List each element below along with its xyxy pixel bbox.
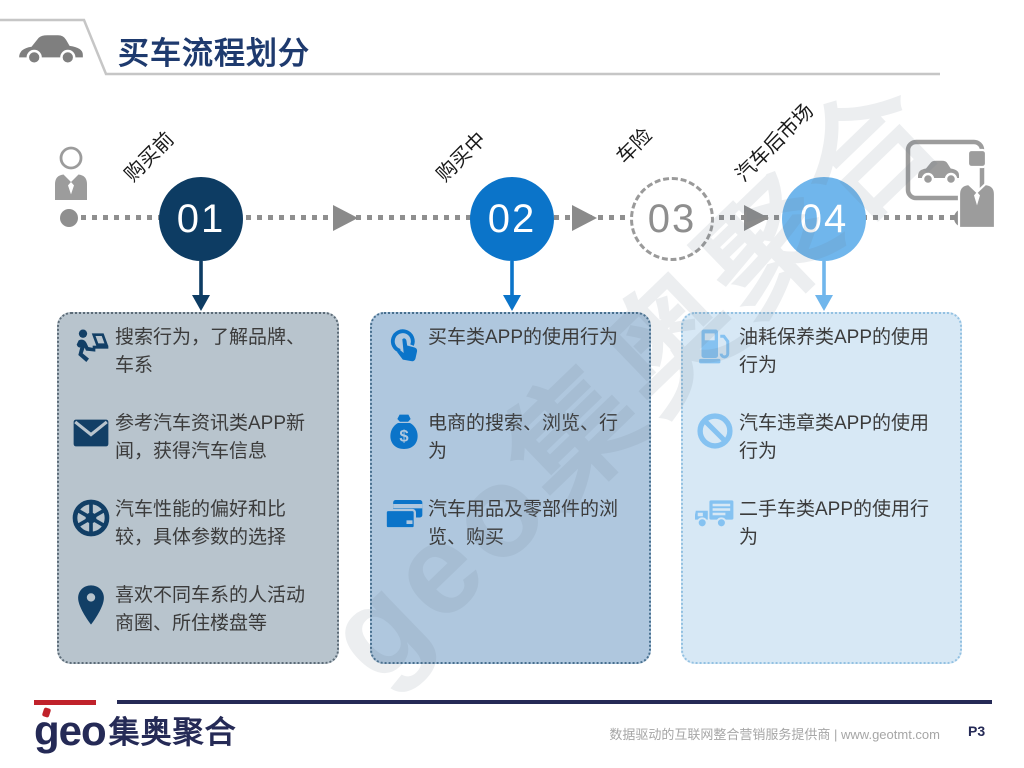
list-item: $ 电商的搜索、浏览、行为 — [380, 410, 639, 467]
arrow-down-icon — [503, 261, 521, 311]
list-item: 参考汽车资讯类APP新闻，获得汽车信息 — [67, 410, 327, 467]
list-item: 搜索行为，了解品牌、车系 — [67, 324, 327, 381]
flow-start-dot — [60, 209, 78, 227]
list-item: 汽车性能的偏好和比较，具体参数的选择 — [67, 496, 327, 553]
car-icon — [19, 35, 83, 65]
list-item-text: 二手车类APP的使用行为 — [739, 499, 930, 548]
businessman-icon — [55, 146, 87, 200]
footer-navy-line — [117, 700, 992, 704]
list-item-text: 电商的搜索、浏览、行为 — [428, 413, 619, 462]
arrow-down-icon — [815, 261, 833, 311]
step-number: 02 — [487, 196, 537, 241]
step-circle-2: 02 — [470, 177, 554, 261]
car-dealer-icon — [905, 139, 997, 230]
list-item: 汽车用品及零部件的浏览、购买 — [380, 496, 639, 553]
step-circle-3: 03 — [630, 177, 714, 261]
list-item: 二手车类APP的使用行为 — [691, 496, 950, 553]
tap-icon — [380, 326, 428, 366]
truck-icon — [691, 498, 739, 530]
arrow-right-icon — [333, 205, 358, 231]
during-purchase-box: 买车类APP的使用行为 $ 电商的搜索、浏览、行为 汽车 — [370, 312, 651, 664]
arrow-right-icon — [744, 205, 769, 231]
list-item: 汽车违章类APP的使用行为 — [691, 410, 950, 467]
map-pin-icon — [67, 584, 115, 626]
page-number: P3 — [968, 723, 986, 739]
logo-cn-text: 集奥聚合 — [108, 715, 237, 750]
company-logo: geo 集奥聚合 — [34, 707, 237, 754]
fuel-pump-icon — [691, 326, 739, 366]
arrow-down-icon — [192, 261, 210, 311]
step-number: 03 — [647, 196, 697, 241]
list-item-text: 油耗保养类APP的使用行为 — [739, 327, 930, 376]
svg-text:$: $ — [399, 427, 408, 446]
list-item: 买车类APP的使用行为 — [380, 324, 639, 381]
step-circle-1: 01 — [159, 177, 243, 261]
stage-label-3: 车险 — [612, 124, 657, 169]
before-purchase-box: 搜索行为，了解品牌、车系 参考汽车资讯类APP新闻，获得汽车信息 汽车性能的偏好… — [57, 312, 339, 664]
aftermarket-box: 油耗保养类APP的使用行为 汽车违章类APP的使用行为 — [681, 312, 962, 664]
arrow-right-icon — [572, 205, 597, 231]
envelope-icon — [67, 412, 115, 448]
credit-card-icon — [380, 498, 428, 532]
list-item-text: 买车类APP的使用行为 — [428, 327, 619, 348]
list-item-text: 搜索行为，了解品牌、车系 — [115, 327, 306, 376]
step-number: 01 — [176, 196, 226, 241]
step-number: 04 — [799, 196, 849, 241]
list-item-text: 汽车性能的偏好和比较，具体参数的选择 — [115, 499, 287, 548]
footer-red-line — [34, 700, 96, 705]
stage-label-4: 汽车后市场 — [731, 100, 819, 187]
footer-tagline: 数据驱动的互联网整合营销服务提供商 | www.geotmt.com — [609, 727, 940, 742]
wheel-icon — [67, 498, 115, 538]
list-item: 油耗保养类APP的使用行为 — [691, 324, 950, 381]
list-item-text: 参考汽车资讯类APP新闻，获得汽车信息 — [115, 413, 306, 462]
person-laptop-icon — [67, 326, 115, 366]
list-item: 喜欢不同车系的人活动商圈、所住楼盘等 — [67, 582, 327, 639]
no-entry-icon — [691, 412, 739, 450]
money-bag-icon: $ — [380, 412, 428, 452]
step-circle-4: 04 — [782, 177, 866, 261]
stage-label-2: 购买中 — [432, 128, 491, 187]
page-title: 买车流程划分 — [118, 36, 310, 71]
stage-label-1: 购买前 — [120, 128, 179, 187]
logo-latin-text: geo — [34, 707, 107, 754]
list-item-text: 汽车违章类APP的使用行为 — [739, 413, 930, 462]
list-item-text: 喜欢不同车系的人活动商圈、所住楼盘等 — [115, 585, 306, 634]
list-item-text: 汽车用品及零部件的浏览、购买 — [428, 499, 619, 548]
